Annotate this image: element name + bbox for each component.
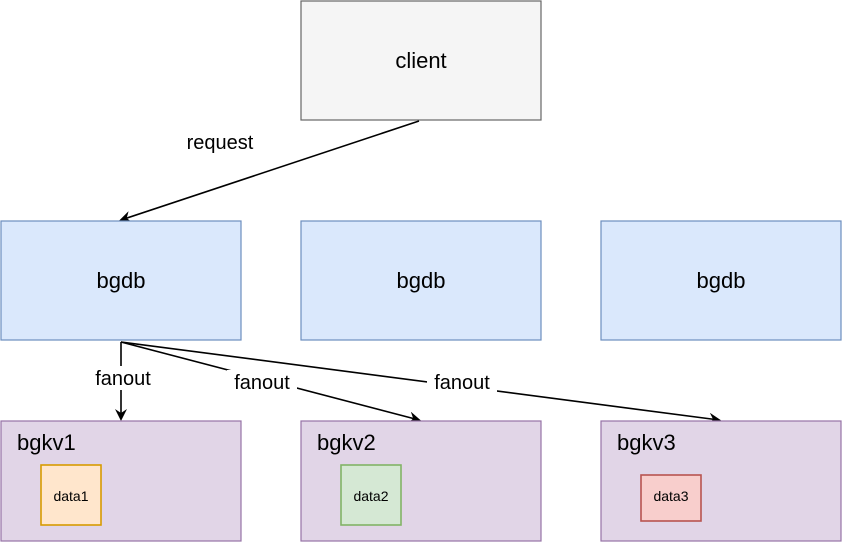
request-edge: request [119,120,420,223]
fanout-label-3: fanout [434,372,490,394]
data-block-3 [640,474,702,522]
data-label-3: data3 [653,488,688,504]
request-label: request [187,132,254,154]
client-label: client [395,48,446,73]
data-block-1 [40,464,102,526]
bgdb-node-1: bgdb [0,220,242,341]
bgdb-node-2: bgdb [300,220,542,341]
fanout-edge-3: fanout [120,341,721,425]
fanout-label-1: fanout [95,368,151,390]
fanout-edge-2: fanout [120,341,421,424]
fanout-arrow-3 [120,341,721,425]
bgkv-node-1: bgkv1 data1 [0,420,242,542]
bgdb-label-1: bgdb [97,268,146,293]
data-label-2: data2 [353,488,388,504]
bgkv-label-1: bgkv1 [17,430,76,455]
bgdb-node-3: bgdb [600,220,842,341]
bgdb-label-2: bgdb [397,268,446,293]
data-block-2 [340,464,402,526]
bgkv-node-2: bgkv2 data2 [300,420,542,542]
bgdb-label-3: bgdb [697,268,746,293]
data-label-1: data1 [53,488,88,504]
fanout-label-2: fanout [234,372,290,394]
client-node: client [300,0,542,121]
bgkv-label-2: bgkv2 [317,430,376,455]
fanout-edge-1: fanout [89,342,155,421]
request-arrow [119,120,420,223]
bgkv-node-3: bgkv3 data3 [600,420,842,542]
bgkv-label-3: bgkv3 [617,430,676,455]
